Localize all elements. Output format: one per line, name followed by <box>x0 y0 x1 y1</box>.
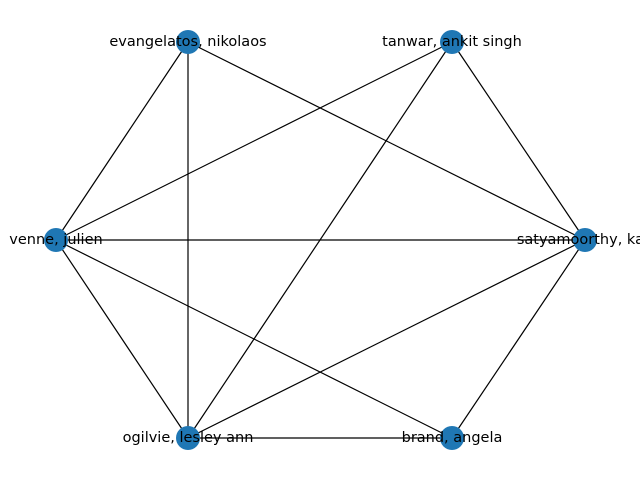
edges-layer <box>55 41 586 439</box>
edge-ogilvie-satyamoorthy <box>187 239 586 439</box>
node-tanwar <box>440 30 464 54</box>
edge-lavenne-ogilvie <box>55 239 189 439</box>
nodes-layer <box>44 30 597 450</box>
edge-tanwar-lavenne <box>55 41 453 241</box>
node-label-lavenne: venne, julien <box>9 232 102 248</box>
node-label-brand: brand, angela <box>402 430 503 446</box>
node-label-satyamoorthy: satyamoorthy, kap <box>517 232 640 248</box>
node-lavenne <box>44 228 68 252</box>
labels-layer: evangelatos, nikolaos tanwar, ankit singh… <box>9 34 640 446</box>
node-evangelatos <box>176 30 200 54</box>
edge-lavenne-brand <box>55 239 453 439</box>
node-satyamoorthy <box>573 228 597 252</box>
node-label-tanwar: tanwar, ankit singh <box>382 34 522 50</box>
node-brand <box>440 426 464 450</box>
edge-tanwar-satyamoorthy <box>451 41 586 241</box>
node-label-evangelatos: evangelatos, nikolaos <box>109 34 266 50</box>
node-ogilvie <box>176 426 200 450</box>
node-label-ogilvie: ogilvie, lesley ann <box>123 430 254 446</box>
edge-evangelatos-lavenne <box>55 41 189 241</box>
edge-satyamoorthy-brand <box>451 239 586 439</box>
